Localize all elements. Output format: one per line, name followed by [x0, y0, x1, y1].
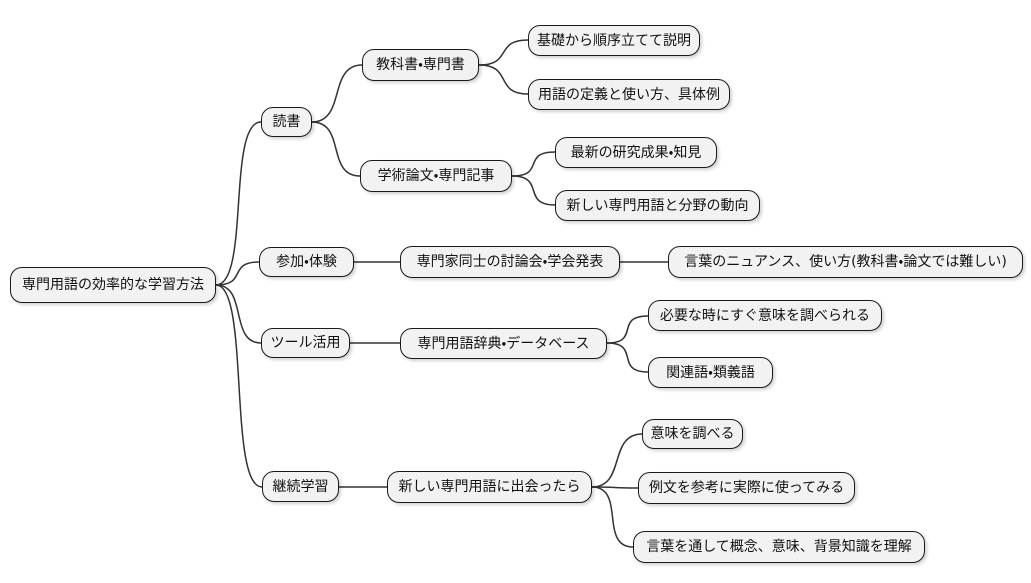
node-basics-explained: 基礎から順序立てて説明 [528, 25, 700, 56]
node-lookup-meaning: 意味を調べる [642, 419, 743, 449]
node-new-terms-trends: 新しい専門用語と分野の動向 [555, 190, 760, 221]
edge-root-tool [215, 284, 262, 344]
edge-textbook-kiso [478, 39, 529, 66]
node-term-dictionary: 専門用語辞典・データベース [400, 328, 607, 359]
edge-deattara-imi [591, 433, 643, 488]
edge-root-keizoku [215, 284, 263, 488]
node-reading: 読書 [261, 107, 312, 137]
node-latest-research: 最新の研究成果・知見 [555, 137, 717, 168]
edge-papers-doukou [511, 175, 556, 206]
node-encounter-new-term: 新しい専門用語に出会ったら [387, 471, 592, 503]
node-related-synonyms: 関連語・類義語 [648, 357, 773, 388]
node-lookup-anytime: 必要な時にすぐ意味を調べられる [648, 300, 882, 331]
node-academic-papers: 学術論文・専門記事 [360, 160, 512, 192]
node-root: 専門用語の効率的な学習方法 [10, 267, 216, 303]
edge-root-sanka [215, 261, 260, 286]
node-continuous-learning: 継続学習 [262, 471, 339, 502]
node-understand-background: 言葉を通して概念、意味、背景知識を理解 [633, 531, 925, 563]
node-use-examples: 例文を参考に実際に使ってみる [638, 472, 855, 504]
edge-root-reading [215, 121, 262, 286]
edge-papers-saishin [511, 151, 556, 177]
node-word-nuance: 言葉のニュアンス、使い方(教科書・論文では難しい) [668, 246, 1023, 278]
node-textbooks: 教科書・専門書 [362, 49, 479, 81]
edge-reading-textbook [311, 64, 363, 123]
edge-deattara-rikai [591, 486, 634, 548]
edge-reading-papers [311, 121, 361, 177]
node-tool-use: ツール活用 [261, 328, 350, 358]
edge-jiten-kanrengo [606, 342, 649, 373]
node-participation: 参加・体験 [259, 247, 354, 277]
node-expert-discussions: 専門家同士の討論会・学会発表 [400, 246, 620, 278]
edge-textbook-teigi [478, 64, 529, 95]
node-definitions-usage: 用語の定義と使い方、具体例 [528, 79, 730, 110]
edge-jiten-hitsuyou [606, 315, 649, 344]
